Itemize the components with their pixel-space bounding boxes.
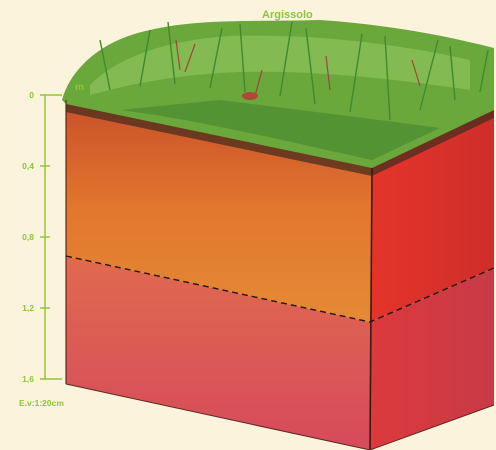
vertical-scale-label: E.v:1:20cm (19, 398, 64, 408)
depth-tick-label-2: 0,8 (4, 232, 34, 242)
fallen-leaf (242, 92, 258, 100)
soil-type-title: Argissolo (262, 9, 313, 21)
depth-tick-label-3: 1,2 (4, 303, 34, 313)
depth-tick-label-4: 1,6 (4, 374, 34, 384)
depth-scale (40, 95, 62, 379)
depth-tick-label-0: 0 (4, 90, 34, 100)
scale-unit-label: m (75, 82, 84, 93)
depth-tick-label-1: 0,4 (4, 161, 34, 171)
